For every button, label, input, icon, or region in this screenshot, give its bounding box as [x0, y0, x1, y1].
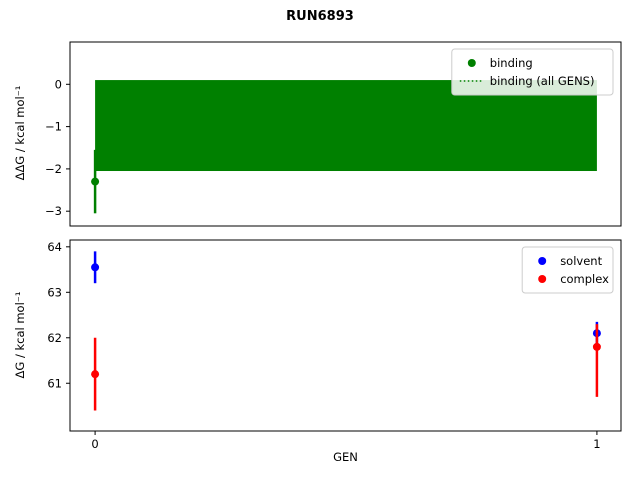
complex-data-point — [91, 370, 100, 379]
x-tick-label: 0 — [91, 437, 98, 451]
figure-title: RUN6893 — [286, 9, 354, 24]
legend: binding binding (all GENS) — [451, 48, 614, 96]
legend-marker-solvent — [538, 257, 547, 265]
y-tick-label: 61 — [47, 376, 62, 390]
y-axis-label-bottom: ΔG / kcal mol⁻¹ — [13, 291, 27, 379]
binding-data-point — [91, 177, 100, 186]
complex-data-point — [592, 342, 601, 351]
y-axis-label-top: ΔΔG / kcal mol⁻¹ — [13, 85, 27, 181]
legend-label: binding — [490, 56, 533, 70]
x-axis-label: GEN — [333, 450, 358, 464]
legend-frame — [451, 48, 614, 96]
y-tick-label: −3 — [45, 204, 62, 218]
y-tick-label: −2 — [45, 162, 62, 176]
legend-marker-complex — [538, 275, 547, 283]
legend-label: binding (all GENS) — [490, 74, 595, 88]
legend-label: solvent — [560, 254, 602, 268]
subplot-top: 0 −1 −2 −3 binding binding (all GENS) — [45, 41, 622, 227]
y-tick-label: 62 — [47, 331, 62, 345]
x-tick-label: 1 — [593, 437, 600, 451]
y-tick-label: −1 — [45, 120, 62, 134]
y-tick-label: 64 — [47, 240, 62, 254]
legend-label: complex — [560, 272, 609, 286]
legend: solvent complex — [521, 246, 614, 294]
axes-spines — [69, 41, 622, 227]
y-tick-label: 0 — [55, 77, 62, 91]
legend-marker-binding — [467, 59, 476, 67]
subplot-bottom: 61 62 63 64 0 1 solvent complex — [47, 239, 622, 451]
axes-spines — [69, 239, 622, 432]
solvent-data-point — [91, 263, 100, 272]
y-tick-label: 63 — [47, 285, 62, 299]
